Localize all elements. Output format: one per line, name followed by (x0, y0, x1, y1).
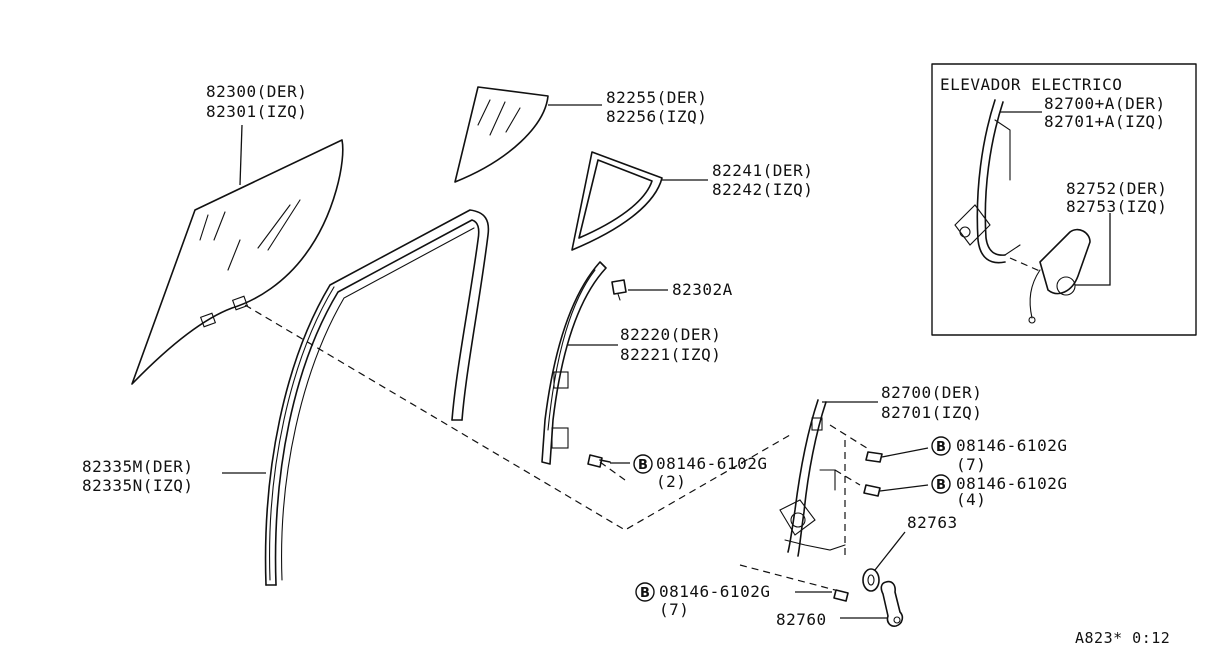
handle-seat-leader (874, 531, 906, 571)
bolt-3-code: 08146-6102G (956, 474, 1067, 493)
bolt-3-drawing (863, 484, 881, 497)
bolt-1-code: 08146-6102G (656, 454, 767, 473)
bolt-4-marker-letter: B (640, 586, 650, 601)
regulator-mount-line (829, 424, 871, 451)
clip-drawing (611, 279, 627, 301)
inset-box (931, 63, 1197, 336)
bolt-3-marker-letter: B (936, 478, 946, 493)
inset-motor-leader (1075, 213, 1111, 286)
label-corner-seal-izq: 82242(IZQ) (712, 180, 813, 199)
bolt-guide-line (599, 461, 626, 481)
bolt-3-qty: (4) (956, 490, 986, 509)
bolt-4-qty: (7) (659, 600, 689, 619)
bolt-2-leader (881, 447, 929, 458)
sash-drawing (541, 261, 607, 465)
figure-code: A823* 0:12 (1075, 629, 1170, 647)
corner-glass-drawing (454, 86, 549, 183)
label-inset-regulator-der: 82700+A(DER) (1044, 94, 1166, 113)
bolt-1-qty: (2) (656, 472, 686, 491)
handle-drawing (880, 580, 904, 627)
bolt-guide-line-2 (739, 564, 836, 591)
label-door-glass-der: 82300(DER) (206, 82, 307, 101)
bolt-1-drawing (587, 454, 611, 468)
regulator-mount-line-2 (834, 469, 861, 486)
corner-seal-drawing (571, 151, 663, 251)
label-inset-regulator-izq: 82701+A(IZQ) (1044, 112, 1166, 131)
bolt-2-marker-letter: B (936, 440, 946, 455)
bolt-3-leader (879, 484, 929, 492)
label-regulator-izq: 82701(IZQ) (881, 403, 982, 422)
label-handle: 82760 (776, 610, 827, 629)
inset-motor-drawing (1028, 228, 1091, 324)
regulator-drawing (779, 399, 846, 557)
handle-seat-drawing (862, 568, 880, 592)
inset-motor-guide (1009, 257, 1043, 273)
bolt-2-code: 08146-6102G (956, 436, 1067, 455)
label-sash-der: 82220(DER) (620, 325, 721, 344)
bolt-2-drawing (865, 451, 883, 463)
label-channel-izq: 82335N(IZQ) (82, 476, 193, 495)
label-door-glass-izq: 82301(IZQ) (206, 102, 307, 121)
label-handle-seat: 82763 (907, 513, 958, 532)
channel-drawing (264, 209, 490, 586)
bolt-1-marker-letter: B (638, 458, 648, 473)
bolt-4-code: 08146-6102G (659, 582, 770, 601)
bolt-4-marker: B (635, 582, 655, 602)
inset-regulator-drawing (954, 99, 1021, 264)
bolt-3-marker: B (931, 474, 951, 494)
label-corner-glass-izq: 82256(IZQ) (606, 107, 707, 126)
label-channel-der: 82335M(DER) (82, 457, 193, 476)
inset-title: ELEVADOR ELECTRICO (940, 75, 1122, 94)
label-regulator-der: 82700(DER) (881, 383, 982, 402)
label-clip: 82302A (672, 280, 733, 299)
door-glass-drawing (131, 139, 344, 385)
label-corner-glass-der: 82255(DER) (606, 88, 707, 107)
door-glass-leader (239, 124, 243, 186)
label-corner-seal-der: 82241(DER) (712, 161, 813, 180)
bolt-2-marker: B (931, 436, 951, 456)
bolt-2-qty: (7) (956, 455, 986, 474)
label-inset-motor-izq: 82753(IZQ) (1066, 197, 1167, 216)
label-sash-izq: 82221(IZQ) (620, 345, 721, 364)
bolt-4-drawing (833, 589, 849, 602)
glass-guide-line (244, 304, 791, 531)
bolt-1-marker: B (633, 454, 653, 474)
label-inset-motor-der: 82752(DER) (1066, 179, 1167, 198)
